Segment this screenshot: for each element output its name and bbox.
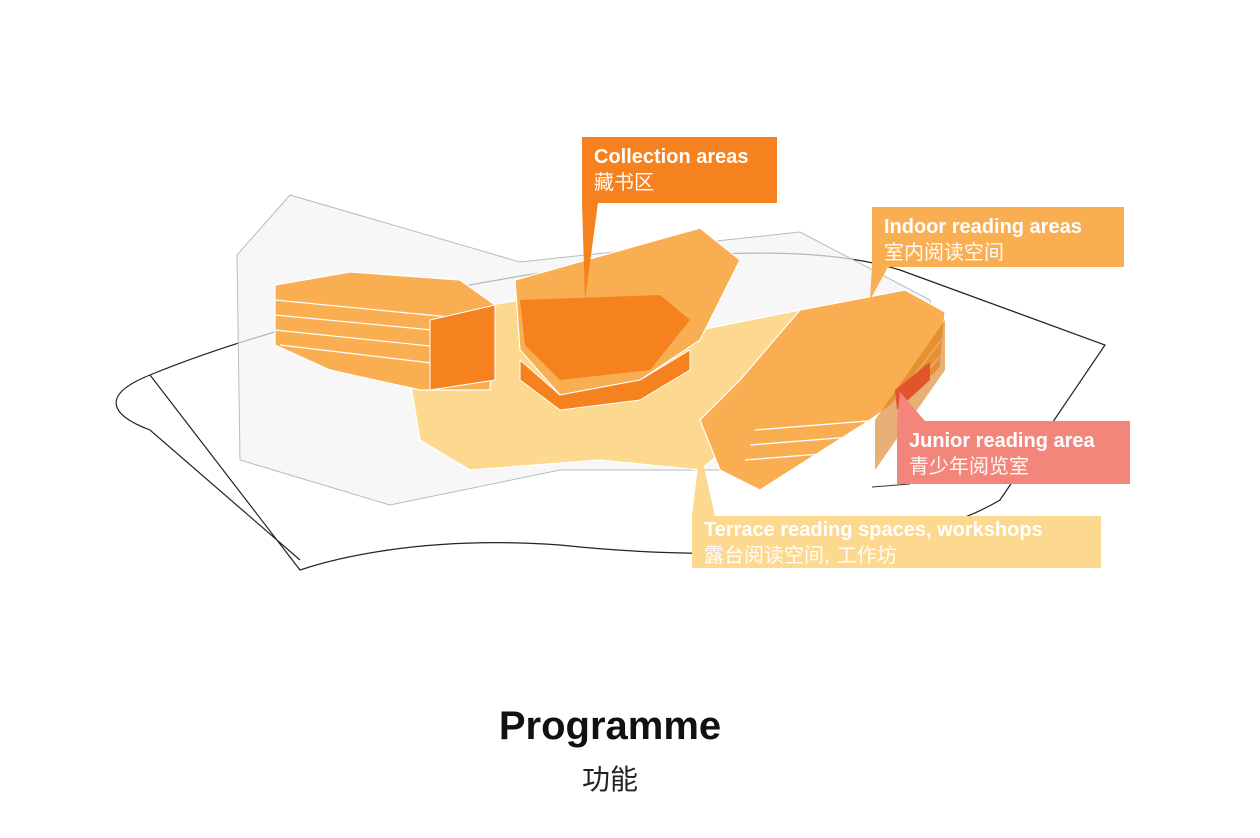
label-collection-areas: Collection areas 藏书区 [582,137,777,203]
terrace-pointer [692,450,715,516]
collection-mass [514,227,741,411]
label-junior-reading-area: Junior reading area 青少年阅览室 [897,421,1130,484]
collection-pointer [582,203,598,300]
label-indoor-reading-areas: Indoor reading areas 室内阅读空间 [872,207,1124,267]
junior-pointer [897,392,925,421]
label-zh: 藏书区 [594,170,654,194]
label-terrace-reading-spaces: Terrace reading spaces, workshops 露台阅读空间… [692,516,1101,568]
diagram-subtitle: 功能 [581,763,638,796]
label-zh: 露台阅读空间, 工作坊 [704,543,897,567]
leader-line [871,483,911,488]
label-zh: 室内阅读空间 [884,240,1004,264]
diagram-title: Programme [498,704,722,748]
label-zh: 青少年阅览室 [909,454,1029,478]
label-en: Terrace reading spaces, workshops [704,519,1043,541]
label-en: Collection areas [594,146,749,168]
label-en: Junior reading area [909,430,1095,452]
indoor-pointer [870,267,888,300]
right-indoor-stack [699,289,946,491]
label-en: Indoor reading areas [884,216,1082,238]
left-indoor-stack [274,271,496,391]
